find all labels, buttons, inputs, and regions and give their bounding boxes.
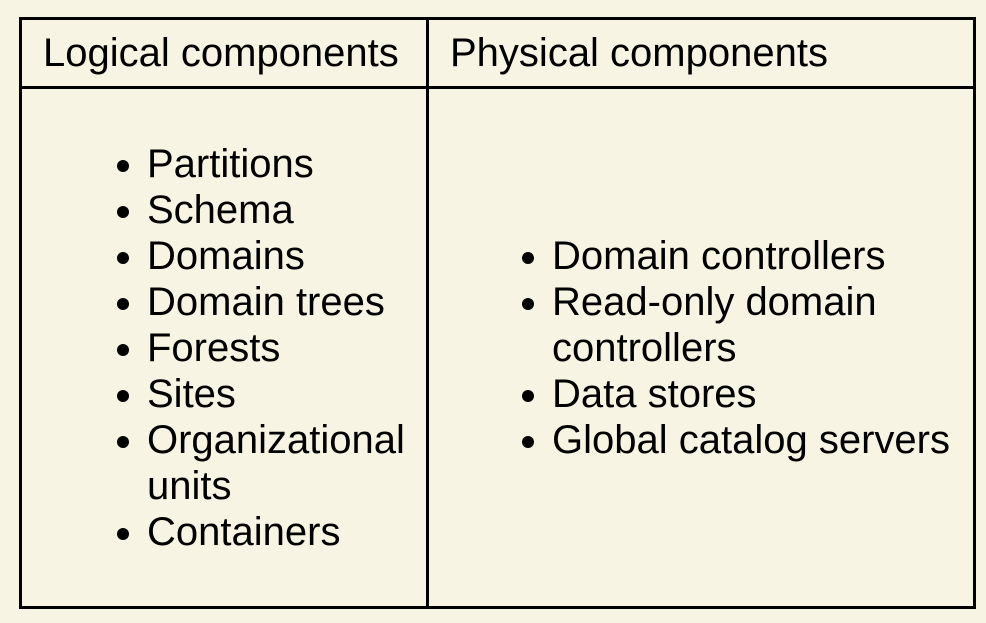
logical-components-cell: Partitions Schema Domains Domain trees F… [22, 89, 429, 606]
components-comparison-table: Logical components Physical components P… [19, 17, 976, 609]
list-item: Partitions [147, 141, 418, 187]
logical-components-header: Logical components [22, 20, 429, 89]
list-item: Schema [147, 187, 418, 233]
physical-components-cell: Domain controllers Read-only domain cont… [429, 89, 973, 606]
logical-components-list: Partitions Schema Domains Domain trees F… [22, 141, 426, 555]
list-item: Containers [147, 509, 418, 555]
list-item: Data stores [552, 371, 965, 417]
list-item: Sites [147, 371, 418, 417]
physical-components-header: Physical components [429, 20, 973, 89]
list-item: Forests [147, 325, 418, 371]
list-item: Domain trees [147, 279, 418, 325]
list-item: Organizational units [147, 417, 418, 509]
list-item: Domain controllers [552, 233, 965, 279]
list-item: Domains [147, 233, 418, 279]
physical-components-list: Domain controllers Read-only domain cont… [429, 233, 973, 463]
list-item: Read-only domain controllers [552, 279, 965, 371]
list-item: Global catalog servers [552, 417, 965, 463]
